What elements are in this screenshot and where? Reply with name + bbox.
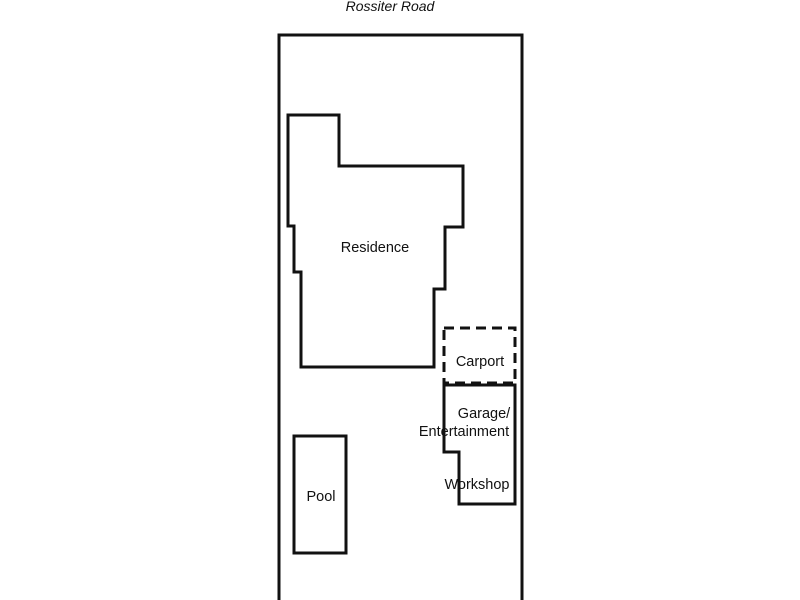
garage-workshop-outline (442, 383, 517, 506)
workshop-label: Workshop (444, 477, 509, 493)
pool-label: Pool (306, 489, 335, 505)
property-boundary (277, 33, 524, 600)
carport-label: Carport (456, 354, 504, 370)
residence-label: Residence (341, 240, 410, 256)
road-label: Rossiter Road (346, 0, 436, 14)
carport-outline (442, 326, 517, 385)
pool-outline (292, 434, 348, 555)
entertainment-label: Entertainment (419, 424, 509, 440)
garage-label: Garage/ (458, 406, 511, 422)
residence-outline (286, 113, 465, 369)
